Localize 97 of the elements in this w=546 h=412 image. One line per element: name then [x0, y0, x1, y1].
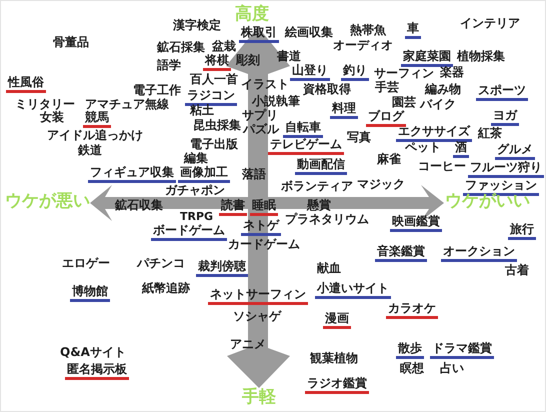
underlined-label: 映画鑑賞 [390, 214, 442, 232]
hobby-label: カードゲーム [228, 238, 300, 250]
hobby-label: 落語 [242, 168, 266, 180]
hobby-label: 書道 [277, 50, 301, 62]
hobby-label: Q&Aサイト [60, 346, 126, 358]
hobby-label: 資格取得 [303, 82, 351, 96]
hobby-label: 粘土 [190, 104, 214, 116]
hobby-label: 手芸 [375, 80, 399, 94]
underlined-label: エクササイズ [396, 124, 472, 142]
underlined-label: 車 [405, 22, 421, 38]
hobby-label: サプリ [242, 108, 278, 122]
hobby-label: ペット [405, 140, 441, 154]
hobby-label: イラスト [241, 78, 289, 90]
underlined-label: ブログ [366, 110, 406, 126]
hobby-label: 昆虫採集 [193, 118, 241, 132]
hobby-label: 骨董品 [53, 36, 89, 48]
underlined-label: カラオケ [386, 302, 438, 318]
underlined-label: 自転車 [283, 120, 323, 138]
underlined-label: 山登り [290, 64, 330, 80]
underlined-label: ヨガ [491, 108, 519, 126]
underlined-label: ラジコン [185, 88, 237, 106]
hobby-label: 熱帯魚 [350, 24, 386, 36]
underlined-label: ラジオ鑑賞 [305, 376, 369, 394]
hobby-label: 女装 [40, 110, 64, 124]
underlined-label: 家庭菜園 [401, 50, 453, 66]
hobby-label: 鉄道 [78, 144, 102, 156]
hobby-label: 編集 [184, 152, 208, 164]
hobby-label: 植物採集 [457, 50, 505, 62]
underlined-label: 博物館 [70, 284, 110, 302]
hobby-label: 小説執筆 [252, 94, 300, 108]
hobby-label: コーヒー [418, 160, 466, 172]
underlined-label: 音楽鑑賞 [375, 244, 427, 262]
axis-label: ウケが悪い [5, 191, 90, 211]
axis-label: 手軽 [242, 387, 276, 407]
hobby-label: 盆栽 [212, 40, 236, 52]
underlined-label: 裁判傍聴 [196, 260, 248, 276]
underlined-label: 釣り [341, 64, 369, 80]
hobby-label: アイドル追っかけ [47, 128, 143, 142]
underlined-label: 睡眠 [250, 198, 278, 216]
underlined-label: スポーツ [476, 84, 528, 100]
underlined-label: フィギュア収集 [88, 166, 176, 182]
underlined-label: 性風俗 [6, 76, 46, 92]
hobby-label: 鉱石採集 [157, 40, 205, 54]
hobby-label: バイク [420, 98, 456, 110]
underlined-label: 動画配信 [295, 158, 347, 174]
hobby-label: エロゲー [62, 256, 110, 270]
hobby-label: オーディオ [333, 38, 393, 52]
hobby-label: 絵画収集 [285, 26, 333, 38]
underlined-label: ボードゲーム [151, 224, 227, 240]
hobby-label: 語学 [157, 58, 181, 72]
hobby-label: アニメ [230, 338, 266, 350]
underlined-label: 画像加工 [178, 166, 230, 182]
underlined-label: グルメ [495, 142, 535, 160]
hobby-label: 観葉植物 [310, 352, 358, 364]
hobby-label: 献血 [317, 262, 341, 274]
underlined-label: フルーツ狩り [468, 160, 544, 178]
underlined-label: 競馬 [83, 110, 111, 128]
hobby-label: 懸賞 [307, 198, 331, 212]
underlined-label: 酒 [453, 140, 469, 158]
hobby-label: 瞑想 [400, 362, 424, 374]
hobby-label: 園芸 [392, 96, 416, 108]
hobby-label: 占い [440, 362, 464, 374]
hobby-label: 紅茶 [478, 126, 502, 140]
underlined-label: 将棋 [203, 54, 231, 70]
underlined-label: ドラマ鑑賞 [430, 342, 494, 358]
underlined-label: 読書 [219, 198, 247, 216]
hobby-label: 写真 [347, 130, 371, 144]
hobby-label: マジック [357, 178, 405, 190]
hobby-label: 鉱石収集 [115, 198, 163, 212]
hobby-label: 楽器 [440, 66, 464, 78]
hobby-label: サーフィン [374, 66, 434, 80]
underlined-label: 散歩 [396, 342, 424, 358]
hobby-label: 古着 [505, 264, 529, 276]
hobby-label: 漢字検定 [173, 18, 221, 32]
hobby-label: ボランティア [281, 180, 353, 192]
hobby-label: 彫刻 [236, 54, 260, 66]
hobby-label: パチンコ [137, 256, 185, 270]
hobby-label: 麻雀 [377, 152, 401, 166]
underlined-label: 匿名掲示板 [65, 362, 129, 380]
hobby-label: ミリタリー [15, 98, 75, 110]
underlined-label: 旅行 [508, 222, 536, 240]
underlined-label: オークション [441, 244, 517, 262]
hobby-label: アマチュア無線 [85, 98, 169, 110]
hobby-label: ガチャポン [165, 184, 225, 196]
hobby-label: 電子工作 [133, 84, 181, 96]
hobby-label: インテリア [460, 16, 520, 30]
underlined-label: テレビゲーム [268, 138, 344, 154]
hobby-label: プラネタリウム [285, 212, 369, 226]
hobby-label: 電子出版 [190, 138, 238, 150]
underlined-label: 料理 [330, 102, 358, 118]
underlined-label: 漫画 [323, 312, 351, 328]
axis-label: 高度 [235, 4, 269, 24]
hobby-label: 編み物 [425, 82, 461, 96]
hobby-label: 紙幣追跡 [142, 282, 190, 294]
hobby-label: TRPG [180, 210, 214, 222]
underlined-label: 小遣いサイト [315, 282, 391, 298]
hobby-label: 百人一首 [190, 72, 238, 86]
